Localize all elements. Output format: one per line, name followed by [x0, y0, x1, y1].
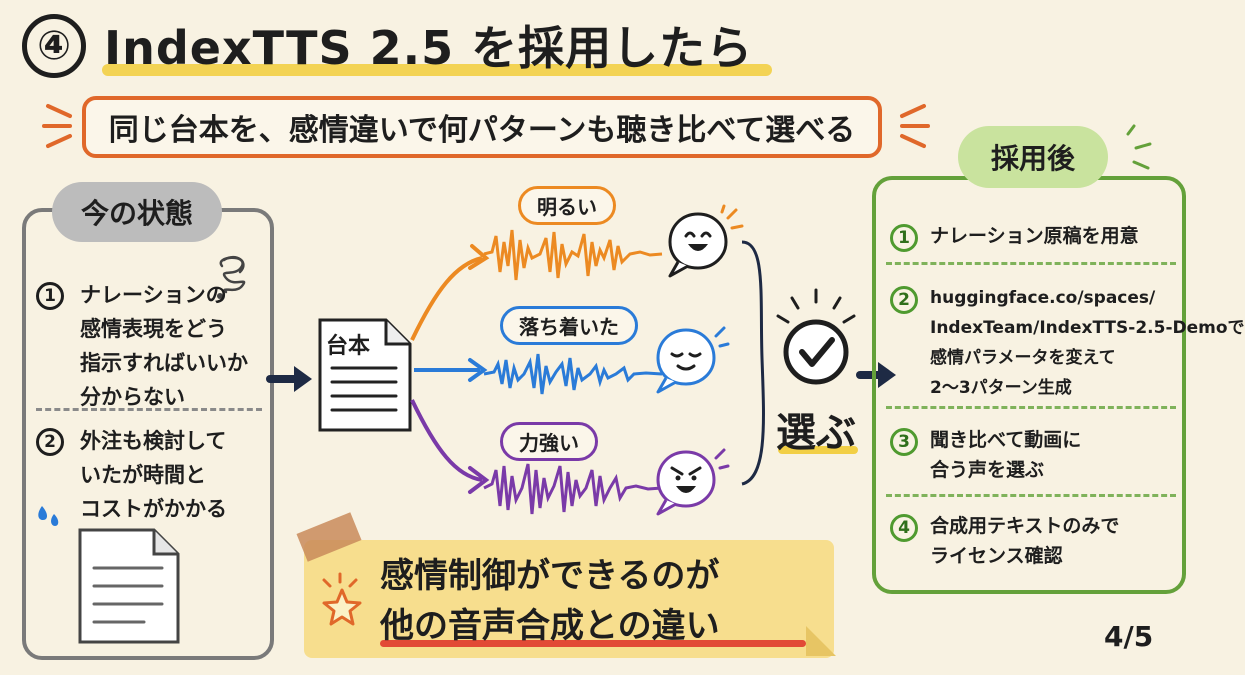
- sparkle-marks-icon: [1126, 124, 1152, 170]
- arrow-right-icon: [266, 366, 312, 392]
- item-line: 感情表現をどう: [80, 317, 227, 341]
- item-line: 合成用テキストのみで: [930, 515, 1120, 537]
- check-circle-icon: [776, 288, 856, 385]
- item-line: いたが時間と: [80, 463, 206, 487]
- item-line: huggingface.co/spaces/: [930, 288, 1156, 308]
- after-item-4: 4 合成用テキストのみで ライセンス確認: [890, 514, 1180, 567]
- item-line: 2〜3パターン生成: [930, 378, 1072, 398]
- emotion-pill-strong: 力強い: [500, 422, 598, 461]
- emotion-pill-bright: 明るい: [518, 186, 616, 225]
- after-adoption-badge: 採用後: [958, 126, 1108, 188]
- emphasis-marks-left-icon: [42, 104, 72, 148]
- emotion-pill-calm: 落ち着いた: [500, 306, 638, 345]
- item-line: 感情パラメータを変えて: [930, 348, 1116, 368]
- divider: [886, 406, 1176, 409]
- arrow-strong: [410, 399, 483, 482]
- item-number: 1: [36, 282, 64, 310]
- script-document-icon: [318, 318, 412, 432]
- happy-face-icon: [668, 204, 744, 278]
- item-number: 2: [36, 428, 64, 456]
- arrow-bright: [410, 256, 483, 341]
- item-line: ナレーション原稿を用意: [930, 225, 1139, 247]
- sweat-drops-icon: [38, 506, 59, 526]
- item-number: 1: [890, 224, 918, 252]
- page-number: 4/5: [1104, 620, 1154, 653]
- after-item-3: 3 聞き比べて動画に 合う声を選ぶ: [890, 428, 1180, 481]
- paper-document-icon: [78, 528, 180, 644]
- item-number: 2: [890, 286, 918, 314]
- item-line: 指示すればいいか: [80, 351, 248, 375]
- item-line: 聞き比べて動画に: [930, 429, 1082, 451]
- current-state-badge: 今の状態: [52, 182, 222, 242]
- item-line: コストがかかる: [80, 497, 227, 521]
- callout-line-1: 感情制御ができるのが: [380, 556, 720, 596]
- current-state-item-1: 1 ナレーションの 感情表現をどう 指示すればいいか 分からない: [36, 282, 266, 409]
- choose-label: 選ぶ: [776, 410, 856, 456]
- current-state-item-2: 2 外注も検討して いたが時間と コストがかかる: [36, 428, 266, 521]
- item-number: 4: [890, 514, 918, 542]
- item-number: 3: [890, 428, 918, 456]
- strong-face-icon: [656, 448, 730, 516]
- after-item-2: 2 huggingface.co/spaces/ IndexTeam/Index…: [890, 286, 1245, 398]
- calm-face-icon: [656, 326, 730, 394]
- tangled-thought-icon: [217, 255, 246, 299]
- waveform-strong: [483, 463, 663, 515]
- arrow-right-icon: [856, 362, 896, 388]
- page-title: IndexTTS 2.5 を採用したら: [104, 21, 754, 75]
- emphasis-marks-right-icon: [900, 104, 930, 148]
- divider: [36, 408, 262, 411]
- star-icon: [322, 572, 362, 626]
- grouping-bracket: [741, 240, 765, 486]
- script-label: 台本: [326, 334, 371, 359]
- item-line: 分からない: [80, 385, 185, 409]
- title-underline: [102, 64, 772, 76]
- step-number-badge: ④: [22, 14, 86, 78]
- callout-fold: [806, 626, 836, 656]
- subtitle-text: 同じ台本を、感情違いで何パターンも聴き比べて選べる: [108, 113, 856, 148]
- item-line: ライセンス確認: [930, 545, 1063, 567]
- divider: [886, 494, 1176, 497]
- waveform-bright: [483, 229, 663, 281]
- item-line: IndexTeam/IndexTTS-2.5-Demoで: [930, 318, 1245, 338]
- item-line: ナレーションの: [80, 283, 227, 307]
- callout-underline: [380, 640, 806, 647]
- callout-note: [304, 540, 834, 658]
- item-line: 外注も検討して: [80, 429, 227, 453]
- branch-arrows: [410, 244, 490, 494]
- subtitle-box: 同じ台本を、感情違いで何パターンも聴き比べて選べる: [82, 96, 882, 158]
- callout-line-2: 他の音声合成との違い: [380, 606, 720, 646]
- after-item-1: 1 ナレーション原稿を用意: [890, 224, 1180, 252]
- item-line: 合う声を選ぶ: [930, 459, 1045, 481]
- divider: [886, 262, 1176, 265]
- choose-underline: [778, 446, 858, 454]
- waveform-calm: [483, 353, 663, 395]
